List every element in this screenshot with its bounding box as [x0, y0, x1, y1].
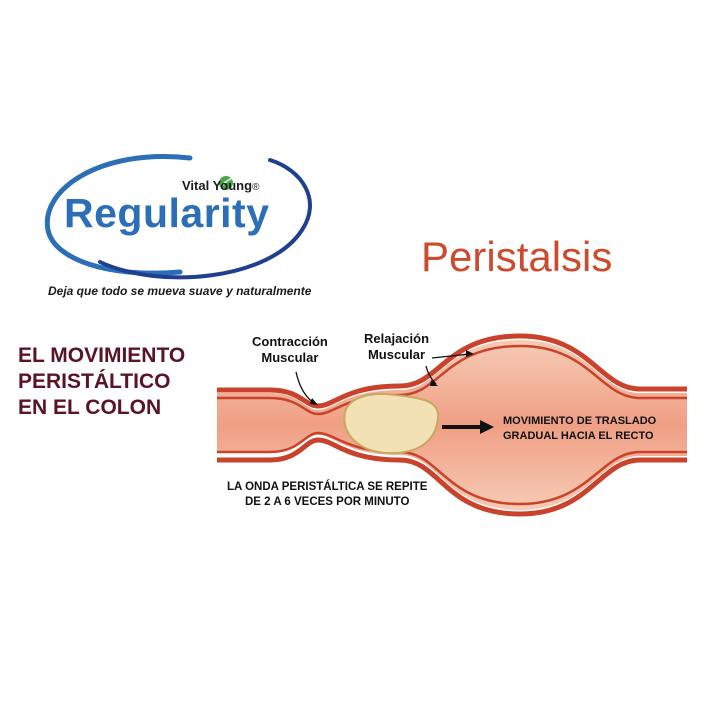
colon-wall-bottom-inner — [217, 431, 687, 506]
registered-mark: ® — [252, 182, 260, 193]
movement-label: MOVIMIENTO DE TRASLADO GRADUAL HACIA EL … — [503, 414, 656, 444]
wave-label-line-1: LA ONDA PERISTÁLTICA SE REPITE — [227, 481, 428, 493]
colon-wall-bottom — [217, 437, 687, 517]
colon-wall-top-inner — [217, 344, 687, 416]
relaxation-label-line-2: Muscular — [367, 347, 426, 362]
logo-swoosh — [44, 154, 312, 280]
movement-label-line-1: MOVIMIENTO DE TRASLADO — [503, 415, 657, 427]
relaxation-leader — [425, 350, 474, 386]
contraction-label-line-2: Muscular — [261, 350, 319, 365]
movement-label-line-2: GRADUAL HACIA EL RECTO — [503, 430, 654, 442]
movement-arrow — [442, 420, 494, 434]
wave-label: LA ONDA PERISTÁLTICA SE REPITE DE 2 A 6 … — [227, 480, 427, 510]
heading-line-1: EL MOVIMIENTO — [18, 344, 186, 367]
brand-regularity: Regularity — [64, 190, 270, 236]
logo-tagline: Deja que todo se mueva suave y naturalme… — [48, 284, 312, 298]
brand-vital-young: Vital Young® — [182, 178, 259, 193]
wave-label-line-2: DE 2 A 6 VECES POR MINUTO — [244, 496, 410, 508]
contraction-label: Contracción Muscular — [252, 334, 328, 366]
heading-line-3: EN EL COLON — [18, 396, 162, 419]
stool-bolus — [343, 393, 440, 455]
colon-wall-top — [217, 333, 687, 409]
brand-small-text: Vital Young — [182, 178, 253, 193]
contraction-label-line-1: Contracción — [252, 334, 328, 349]
relaxation-label-line-1: Relajación — [364, 331, 430, 346]
page-title: Peristalsis — [421, 233, 613, 280]
relaxation-label: Relajación Muscular — [364, 331, 429, 363]
heading-line-2: PERISTÁLTICO — [18, 370, 171, 393]
section-heading: EL MOVIMIENTO PERISTÁLTICO EN EL COLON — [18, 343, 185, 421]
contraction-leader — [295, 371, 318, 405]
